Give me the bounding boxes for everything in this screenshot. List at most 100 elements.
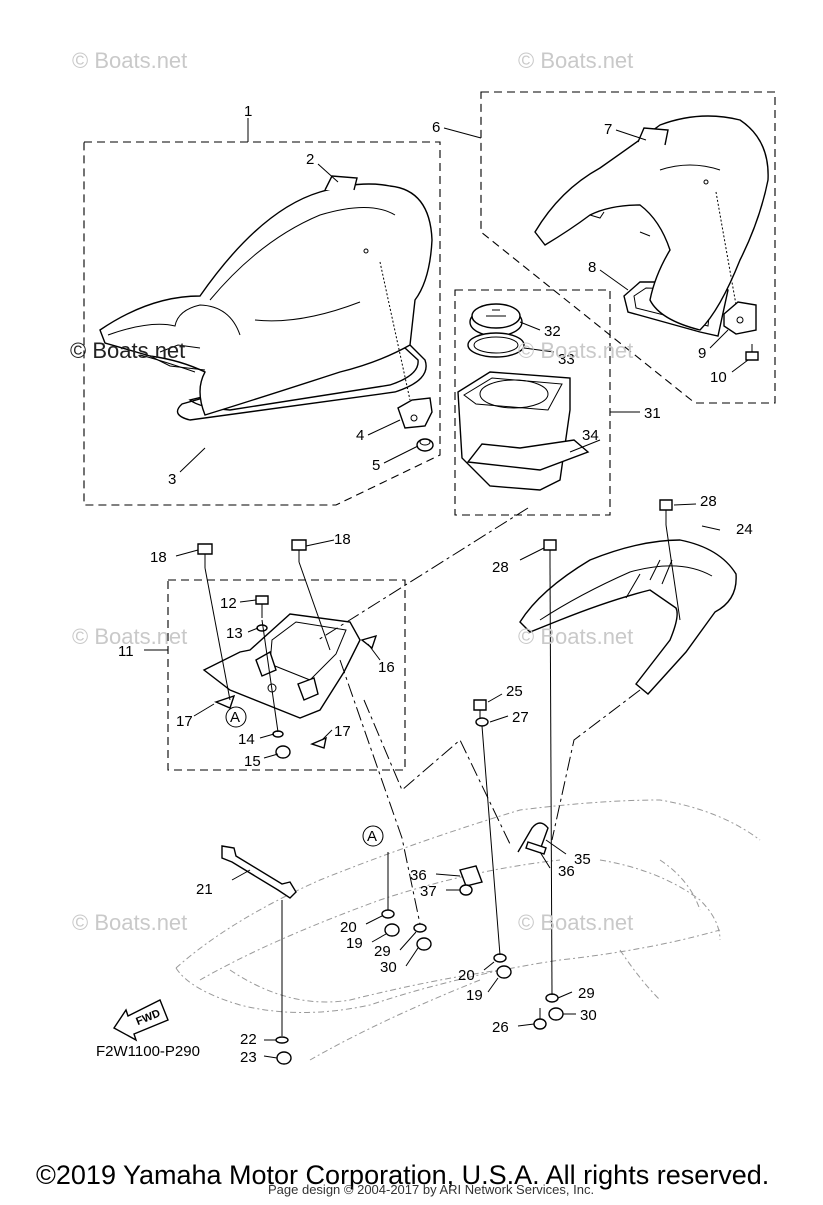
label-28a: 28 [700, 493, 717, 510]
clip-16 [360, 634, 378, 650]
align-line-18b [298, 561, 331, 651]
ref-A-1: A [230, 709, 240, 726]
chain-handle-to-hull [551, 689, 641, 841]
label-30a: 30 [380, 959, 397, 976]
label-30b: 30 [580, 1007, 597, 1024]
align-line-28a [665, 524, 681, 621]
watermark: © Boats.net [72, 48, 188, 73]
clamp-36-a [459, 865, 483, 887]
nut-30-a [416, 937, 432, 951]
chain-bracket-to-hull-b [363, 699, 511, 845]
bolt-28-b [543, 539, 557, 565]
clip-17-a [214, 694, 236, 709]
label-23: 23 [240, 1049, 257, 1066]
part-labels: 1 2 3 4 5 6 7 8 9 10 11 12 13 14 15 16 1… [118, 103, 753, 1066]
watermark: © Boats.net [72, 624, 188, 649]
hull-outline [175, 799, 761, 1061]
label-9: 9 [698, 345, 706, 362]
label-26: 26 [492, 1019, 509, 1036]
label-31: 31 [644, 405, 661, 422]
rear-seat [534, 115, 769, 337]
label-34: 34 [582, 427, 599, 444]
chain-box-to-bracket [317, 507, 529, 641]
bracket-21 [221, 845, 297, 899]
gasket-34 [466, 439, 590, 471]
label-14: 14 [238, 731, 255, 748]
box-31 [457, 371, 571, 491]
label-21: 21 [196, 881, 213, 898]
bracket-9 [723, 301, 757, 335]
label-16: 16 [378, 659, 395, 676]
label-25: 25 [506, 683, 523, 700]
bracket-4 [397, 397, 433, 429]
label-2: 2 [306, 151, 314, 168]
diagram-code: F2W1100-P290 [96, 1043, 200, 1060]
label-5: 5 [372, 457, 380, 474]
label-7: 7 [604, 121, 612, 138]
label-13: 13 [226, 625, 243, 642]
label-37: 37 [420, 883, 437, 900]
label-19a: 19 [346, 935, 363, 952]
washer-27 [475, 717, 489, 727]
label-20b: 20 [458, 967, 475, 984]
clamp-36-b [525, 841, 547, 855]
bolt-25 [473, 699, 487, 718]
align-line-18a [204, 567, 231, 701]
nut-30-b [548, 1007, 564, 1021]
washer-20-b [493, 953, 507, 963]
nut-15 [275, 745, 291, 759]
watermark: © Boats.net [518, 48, 634, 73]
nut-19-a [384, 923, 400, 937]
label-29a: 29 [374, 943, 391, 960]
label-18b: 18 [334, 531, 351, 548]
label-27: 27 [512, 709, 529, 726]
gasket-33 [467, 332, 525, 358]
watermark: © Boats.net [518, 910, 634, 935]
label-24: 24 [736, 521, 753, 538]
align-line-25 [481, 725, 501, 956]
chain-bracket-to-hull-a [339, 659, 421, 925]
nut-19-b [496, 965, 512, 979]
watermark: © Boats.net [70, 338, 186, 363]
label-36b: 36 [558, 863, 575, 880]
label-28b: 28 [492, 559, 509, 576]
nut-5 [416, 438, 434, 452]
leaders [144, 118, 749, 1059]
washer-22 [275, 1036, 289, 1044]
group-box-11 [167, 579, 406, 771]
align-line-12 [261, 619, 279, 733]
nut-37 [459, 884, 473, 896]
washer-20-a [381, 909, 395, 919]
front-seat [99, 175, 433, 421]
label-22: 22 [240, 1031, 257, 1048]
ref-circle-A-2 [362, 825, 384, 847]
page-design-notice: Page design © 2004-2017 by ARI Network S… [268, 1182, 595, 1197]
rear-handle-24 [519, 539, 737, 695]
label-4: 4 [356, 427, 364, 444]
label-36a: 36 [410, 867, 427, 884]
washer-29-a [413, 923, 427, 933]
cap-32 [469, 303, 523, 337]
label-1: 1 [244, 103, 252, 120]
ref-A-2: A [367, 828, 377, 845]
watermark: © Boats.net [72, 910, 188, 935]
bolt-18-b [291, 539, 307, 562]
bracket-11 [202, 613, 361, 719]
label-32: 32 [544, 323, 561, 340]
copyright-notice: ©2019 Yamaha Motor Corporation, U.S.A. A… [36, 1160, 770, 1190]
label-17a: 17 [176, 713, 193, 730]
label-8: 8 [588, 259, 596, 276]
label-20a: 20 [340, 919, 357, 936]
group-box-6 [480, 91, 776, 404]
group-box-1 [83, 141, 441, 506]
bolt-18-a [197, 543, 213, 568]
u-bolt-35 [517, 822, 549, 853]
label-29b: 29 [578, 985, 595, 1002]
label-12: 12 [220, 595, 237, 612]
label-17b: 17 [334, 723, 351, 740]
group-box-31 [454, 289, 611, 516]
washer-13 [256, 624, 268, 632]
bolt-26 [533, 1008, 547, 1030]
